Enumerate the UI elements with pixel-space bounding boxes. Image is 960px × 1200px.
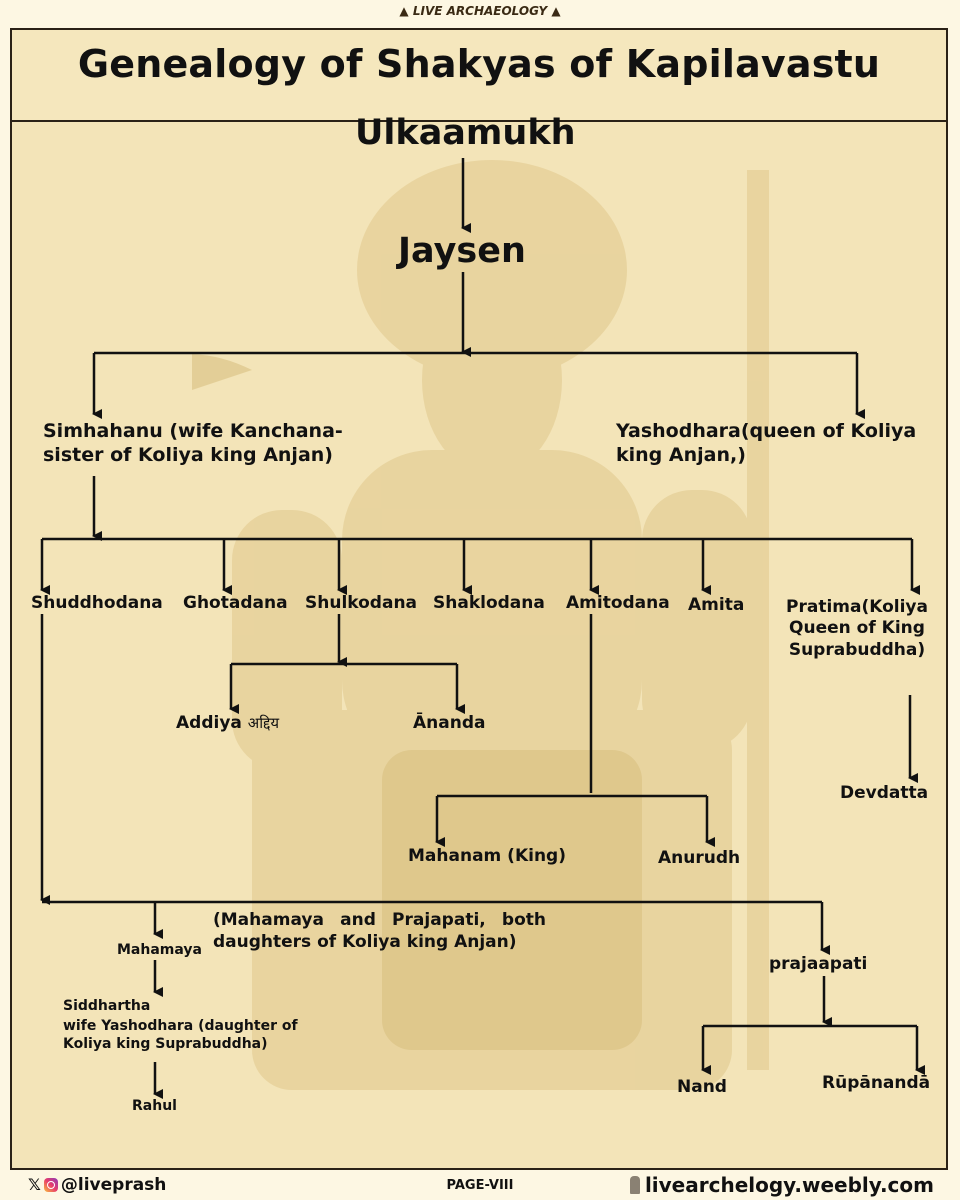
node-amita: Amita [688,595,745,615]
node-ananda: Ānanda [413,713,486,733]
wives-note: (Mahamaya and Prajapati, both daughters … [213,910,546,953]
social-handle[interactable]: 𝕏 @liveprash [28,1175,166,1195]
node-pratima: Pratima(Koliya Queen of King Suprabuddha… [786,597,928,660]
node-devdatta: Devdatta [840,783,929,803]
page-title: Genealogy of Shakyas of Kapilavastu [77,42,881,86]
node-shaklodana: Shaklodana [433,593,545,613]
meditating-buddha-icon: ▲ [551,4,561,18]
node-shuddhodana: Shuddhodana [31,593,163,613]
brand-header: ▲ LIVE ARCHAEOLOGY ▲ [0,4,960,18]
addiya-label: Addiya [176,713,242,733]
node-nand: Nand [677,1077,727,1097]
handle-label: @liveprash [60,1175,167,1195]
website-label: livearchelogy.weebly.com [644,1173,934,1197]
instagram-icon [43,1178,58,1192]
website-link[interactable]: livearchelogy.weebly.com [629,1173,934,1197]
node-ghotadana: Ghotadana [183,593,288,613]
node-mahamaya: Mahamaya [117,942,202,958]
statue-icon [629,1176,640,1194]
node-siddhartha: Siddhartha [63,998,151,1014]
node-addiya: Addiya अद्दिय [176,713,279,734]
node-amitodana: Amitodana [566,593,670,613]
node-yashodhara-queen: Yashodhara(queen of Koliya king Anjan,) [616,420,917,466]
node-ulkaamukh: Ulkaamukh [355,113,576,153]
node-shulkodana: Shulkodana [305,593,418,613]
page-number: PAGE-VIII [446,1178,514,1193]
node-prajaapati: prajaapati [769,954,868,974]
x-icon: 𝕏 [28,1175,41,1194]
brand-label: LIVE ARCHAEOLOGY [412,4,548,18]
title-bar: Genealogy of Shakyas of Kapilavastu [12,30,946,122]
node-siddhartha-wife: wife Yashodhara (daughter of Koliya king… [63,1018,298,1052]
node-rupananda: Rūpānandā [822,1073,931,1093]
node-simhahanu: Simhahanu (wife Kanchana-sister of Koliy… [43,420,343,466]
node-anurudh: Anurudh [658,848,741,868]
meditating-buddha-icon: ▲ [399,4,409,18]
node-rahul: Rahul [132,1098,177,1114]
king-illustration-background [192,160,769,1090]
footer: 𝕏 @liveprash PAGE-VIII livearchelogy.weeb… [0,1170,960,1200]
addiya-devanagari-label: अद्दिय [247,714,280,732]
node-mahanam: Mahanam (King) [408,846,566,866]
node-jaysen: Jaysen [398,231,526,271]
